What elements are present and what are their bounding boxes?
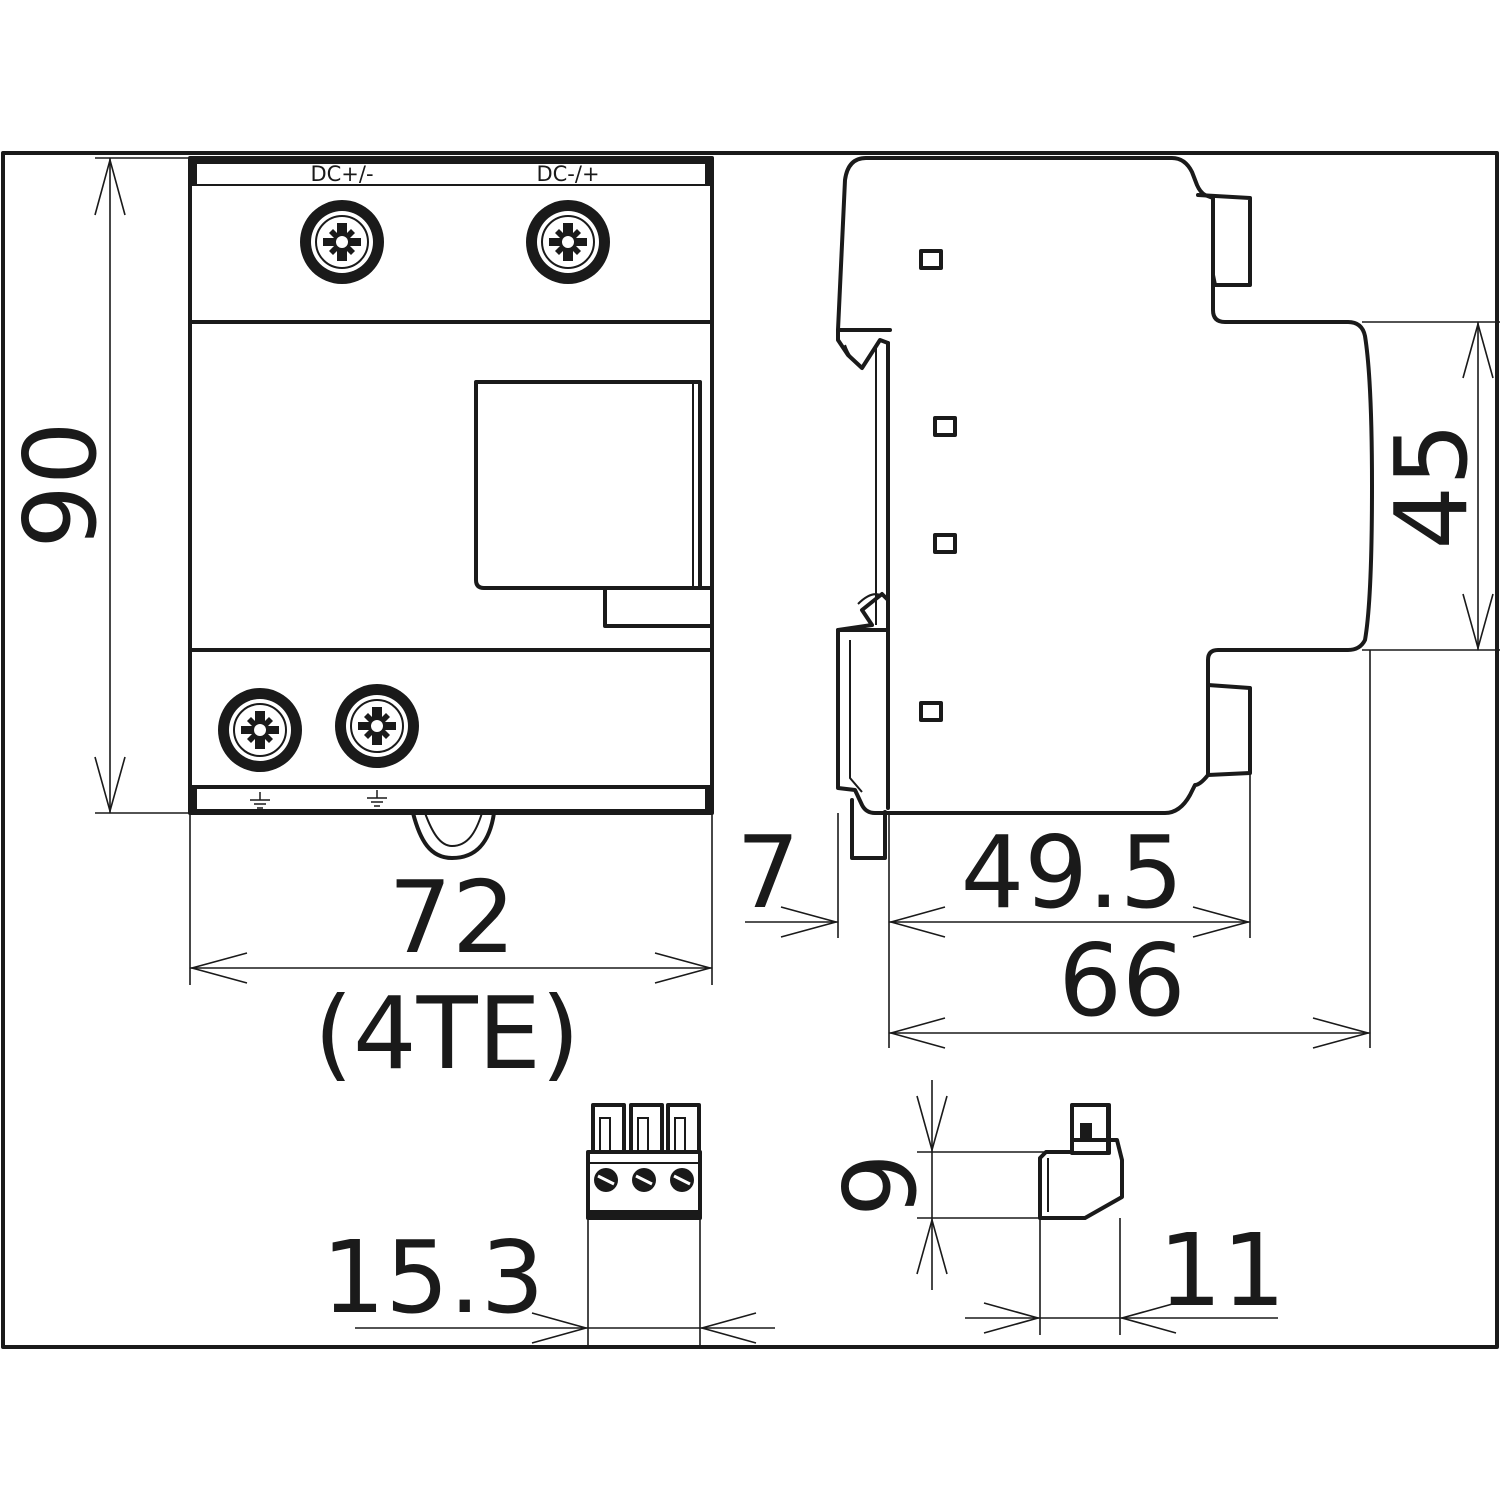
front-plug-stub — [850, 798, 887, 860]
drawing-frame — [1, 151, 1499, 1349]
rear-latch-top — [1196, 193, 1252, 287]
accessory-connector-side — [1038, 1103, 1124, 1220]
dimension-value-66: 66 — [1058, 922, 1185, 1039]
screw-terminal-icon — [525, 199, 611, 285]
side-dimensions — [745, 321, 1500, 1049]
accessory-front-dimensions — [355, 1218, 775, 1345]
side-view — [836, 156, 1374, 860]
front-dimensions — [94, 156, 714, 985]
vent-slot — [933, 416, 957, 437]
dimension-value-72: 72 — [388, 859, 515, 976]
accessory-side-dimensions — [916, 1080, 1278, 1335]
vent-slot — [933, 533, 957, 554]
vent-slot — [919, 701, 943, 722]
status-indicator — [603, 586, 714, 628]
dimension-units-4te: (4TE) — [314, 975, 580, 1092]
dimension-value-15-3: 15.3 — [322, 1219, 545, 1336]
terminal-label-dc-plus-minus: DC+/- — [310, 162, 373, 186]
device-body-side — [836, 156, 1374, 815]
module-window — [474, 380, 702, 590]
rear-latch-bottom — [1206, 683, 1252, 777]
dimension-value-45: 45 — [1373, 422, 1490, 549]
dimension-value-7: 7 — [736, 814, 800, 931]
dimension-value-11: 11 — [1158, 1212, 1285, 1329]
front-view: DC+/- DC-/+ — [188, 156, 714, 860]
accessory-connector-front — [586, 1103, 702, 1220]
screw-terminal-icon — [299, 199, 385, 285]
dimension-value-90: 90 — [2, 421, 119, 548]
vent-slot — [919, 249, 943, 270]
screw-terminal-icon — [334, 683, 420, 769]
screw-terminal-icon — [217, 687, 303, 773]
dimension-value-9: 9 — [822, 1153, 939, 1217]
terminal-label-dc-minus-plus: DC-/+ — [536, 162, 599, 186]
dimension-value-49-5: 49.5 — [961, 814, 1184, 931]
din-rail-clip — [411, 811, 496, 860]
